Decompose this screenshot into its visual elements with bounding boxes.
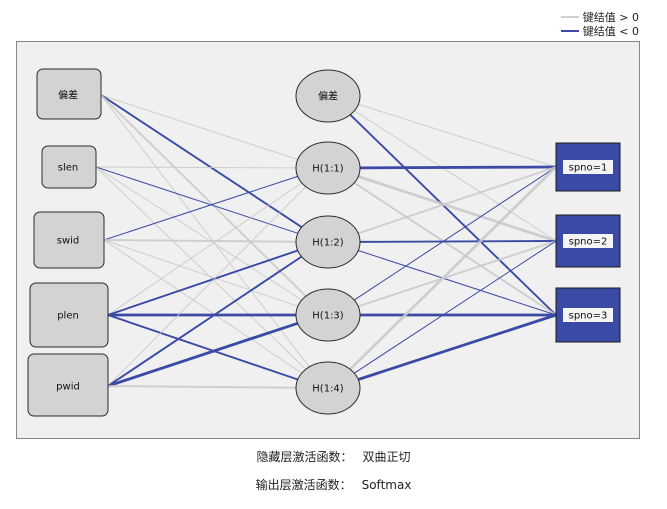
connection-in0-hid4 [100, 94, 310, 368]
output-node-label-bg [563, 308, 613, 322]
connection-in4-hid1 [107, 186, 307, 387]
input-node-3: plen [29, 282, 109, 348]
output-node-label: spno=3 [569, 311, 608, 322]
connection-hid3-out1 [357, 240, 557, 308]
input-node-label: swid [57, 236, 80, 247]
connection-hid3-out0 [353, 166, 557, 301]
output-activation-value: Softmax [361, 478, 412, 492]
input-node-box [27, 353, 109, 417]
connection-in2-hid4 [103, 239, 303, 374]
input-node-0: 偏差 [36, 68, 102, 120]
input-node-box [41, 145, 97, 189]
connection-hid4-out1 [353, 240, 557, 374]
hidden-node-4: H(1:4) [295, 361, 361, 415]
connection-in0-hid3 [100, 94, 307, 297]
connection-hid1-out1 [357, 175, 557, 243]
input-node-4: pwid [27, 353, 109, 417]
hidden-activation-value: 双曲正切 [362, 450, 411, 464]
connection-hid2-out1 [359, 240, 557, 243]
network-nodes: 偏差 slen swid plen pwid 偏差 H(1:1) H(1:2) H(1:3) H(… [27, 68, 621, 417]
connection-in4-hid4 [107, 385, 297, 389]
output-node-0: spno=1 [555, 142, 621, 192]
connection-in1-hid1 [95, 166, 297, 169]
hidden-node-ellipse [295, 288, 361, 342]
hidden-node-1: H(1:1) [295, 141, 361, 195]
input-node-1: slen [41, 145, 97, 189]
connection-in0-hid2 [100, 94, 303, 228]
input-node-box [29, 282, 109, 348]
connection-hid1-out2 [353, 182, 557, 316]
output-node-label: spno=1 [569, 163, 608, 174]
hidden-activation-label: 隐藏层激活函数： [256, 450, 353, 464]
connection-in1-hid2 [95, 166, 299, 234]
hidden-node-label: H(1:3) [312, 311, 344, 322]
connection-in1-hid3 [95, 166, 303, 301]
legend-negative-swatch [560, 30, 579, 32]
hidden-node-label: H(1:4) [312, 384, 344, 395]
connection-in3-hid4 [107, 314, 299, 381]
hidden-node-ellipse [295, 141, 361, 195]
hidden-node-0: 偏差 [295, 69, 361, 123]
output-activation-label: 输出层激活函数： [255, 478, 352, 492]
hidden-activation-line: 隐藏层激活函数： 双曲正切 [0, 448, 667, 465]
connection-in2-hid3 [103, 239, 299, 307]
legend: 键结值 > 0 键结值 < 0 [560, 10, 639, 38]
hidden-node-label: H(1:1) [312, 164, 344, 175]
connection-in1-hid4 [95, 166, 307, 370]
connection-lines [95, 94, 557, 389]
connection-hid1-out0 [359, 165, 557, 170]
connection-in2-hid2 [103, 239, 297, 243]
input-node-box [33, 211, 105, 269]
connection-hid2-out0 [357, 166, 557, 235]
connection-hid2-out2 [358, 250, 557, 316]
connection-hid4-out0 [349, 166, 557, 371]
legend-positive-label: 键结值 > 0 [582, 11, 639, 24]
output-node-label-bg [563, 160, 613, 174]
legend-negative-label: 键结值 < 0 [582, 25, 639, 38]
output-node-label: spno=2 [569, 237, 608, 248]
connection-in0-hid1 [100, 94, 298, 160]
hidden-node-2: H(1:2) [295, 215, 361, 269]
legend-positive-swatch [560, 16, 579, 18]
output-node-1: spno=2 [555, 214, 621, 268]
output-node-2: spno=3 [555, 287, 621, 343]
hidden-node-3: H(1:3) [295, 288, 361, 342]
connection-in4-hid2 [107, 255, 303, 387]
input-node-box [36, 68, 102, 120]
legend-positive: 键结值 > 0 [560, 10, 639, 24]
connection-in2-hid1 [103, 175, 298, 241]
connection-hid0-out2 [349, 114, 557, 316]
input-node-label: slen [58, 163, 78, 174]
legend-negative: 键结值 < 0 [560, 24, 639, 38]
hidden-node-label: 偏差 [318, 90, 338, 103]
hidden-node-ellipse [295, 215, 361, 269]
output-activation-line: 输出层激活函数： Softmax [0, 476, 667, 493]
hidden-node-label: H(1:2) [312, 238, 344, 249]
input-node-label: 偏差 [58, 89, 78, 102]
input-node-2: swid [33, 211, 105, 269]
output-node-label-bg [563, 234, 613, 248]
connection-in3-hid1 [107, 182, 303, 316]
connection-hid0-out1 [354, 110, 557, 242]
connection-hid0-out0 [358, 103, 557, 168]
input-node-label: plen [57, 311, 79, 322]
connection-in3-hid2 [107, 249, 299, 316]
hidden-node-ellipse [295, 69, 361, 123]
connection-in4-hid3 [107, 321, 299, 388]
connection-hid4-out2 [357, 313, 557, 381]
input-node-label: pwid [56, 382, 80, 393]
hidden-node-ellipse [295, 361, 361, 415]
